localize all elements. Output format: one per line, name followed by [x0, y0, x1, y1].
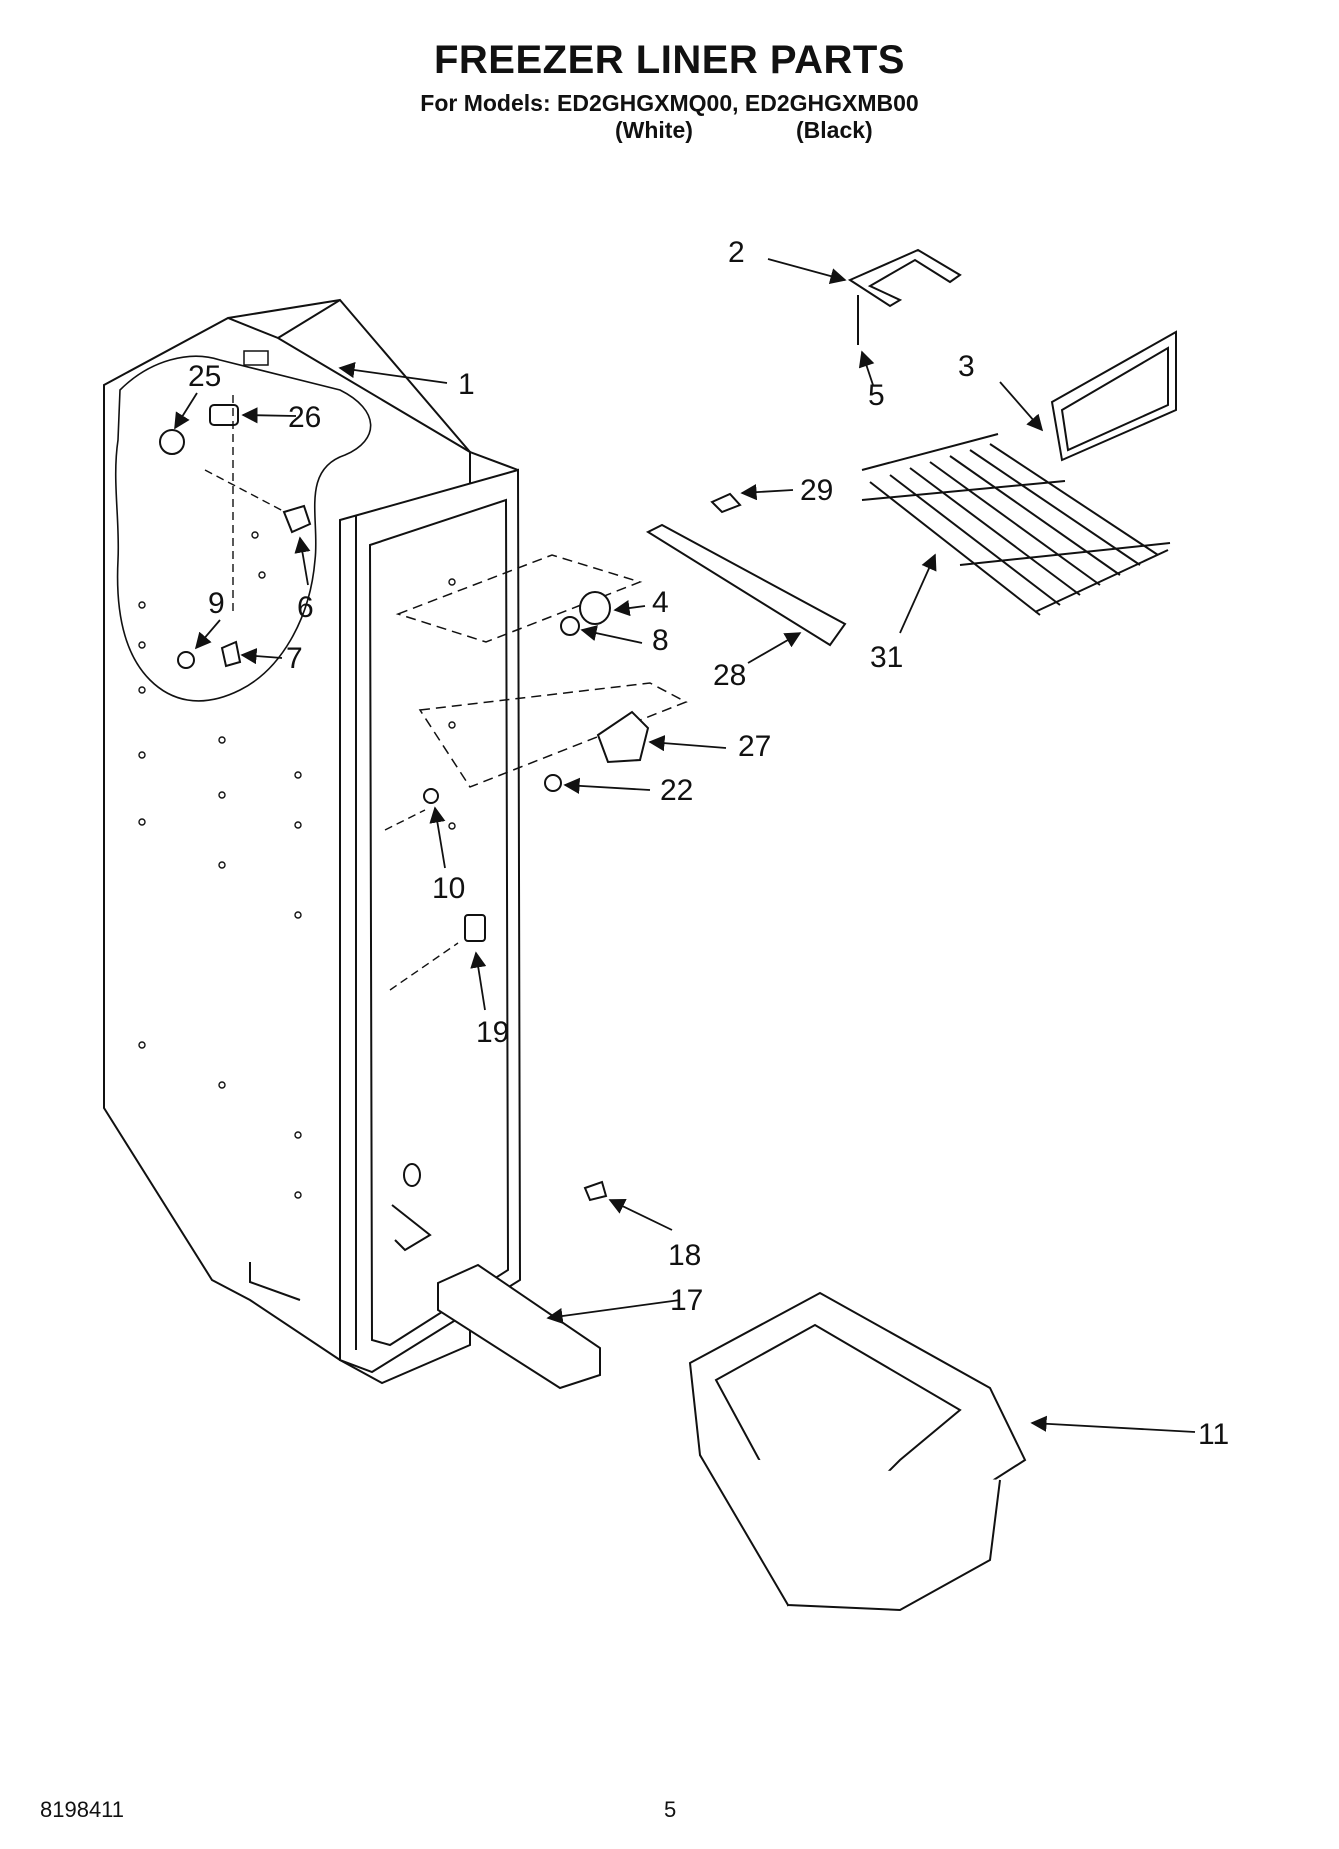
- callout-8: 8: [652, 624, 669, 657]
- leader-22: [563, 777, 651, 794]
- callout-1: 1: [458, 368, 475, 401]
- leader-9: [194, 619, 221, 650]
- leader-29: [740, 484, 794, 501]
- callout-25: 25: [188, 360, 221, 393]
- callout-10: 10: [432, 872, 465, 905]
- callout-6: 6: [297, 591, 314, 624]
- leader-10: [429, 806, 446, 869]
- shelf-rail-drawing: [645, 492, 847, 647]
- leader-4: [613, 600, 646, 617]
- leader-28: [747, 632, 802, 664]
- page-title: FREEZER LINER PARTS: [433, 38, 905, 82]
- leader-27: [648, 735, 727, 752]
- trim-and-bracket-drawing: [847, 248, 1177, 462]
- callout-19: 19: [476, 1016, 509, 1049]
- shelf-support-mount-plane: [395, 554, 688, 788]
- wire-shelf-drawing: [861, 433, 1171, 616]
- callout-11: 11: [1198, 1418, 1229, 1451]
- shelf-support-parts: [544, 591, 650, 1202]
- leader-18: [608, 1199, 673, 1231]
- variant-white: (White): [615, 117, 693, 143]
- callout-27: 27: [738, 730, 771, 763]
- leader-11: [1030, 1415, 1196, 1433]
- leader-17: [546, 1299, 681, 1325]
- leader-7: [240, 648, 283, 665]
- callout-22: 22: [660, 774, 693, 807]
- leader-arrows: [174, 258, 1196, 1433]
- callout-26: 26: [288, 401, 321, 434]
- leader-25: [174, 392, 198, 430]
- callout-28: 28: [713, 659, 746, 692]
- callout-18: 18: [668, 1239, 701, 1272]
- page-number: 5: [664, 1797, 677, 1822]
- leader-31: [899, 553, 937, 634]
- callout-4: 4: [652, 586, 669, 619]
- callout-9: 9: [208, 587, 225, 620]
- variant-black: (Black): [796, 117, 873, 143]
- leader-6: [294, 536, 311, 586]
- freezer-liner-drawing: [103, 298, 522, 1385]
- document-number: 8198411: [40, 1797, 125, 1822]
- leader-19: [470, 951, 487, 1011]
- leader-8: [580, 625, 643, 644]
- leader-1: [338, 362, 448, 384]
- callout-labels: 1 2 3 4 5 6 7 8 9 10 11 17 18 19 22 25 2…: [188, 236, 1229, 1451]
- callout-7: 7: [286, 642, 303, 675]
- callout-17: 17: [670, 1284, 703, 1317]
- leader-26: [241, 407, 297, 424]
- callout-5: 5: [868, 379, 885, 412]
- bin-and-tray-drawing: [437, 1263, 1027, 1612]
- liner-small-parts: [159, 395, 486, 991]
- leader-2: [767, 258, 847, 284]
- leader-5: [858, 350, 875, 386]
- callout-31: 31: [870, 641, 903, 674]
- callout-2: 2: [728, 236, 745, 269]
- leader-3: [999, 381, 1044, 432]
- models-line: For Models: ED2GHGXMQ00, ED2GHGXMB00: [420, 90, 919, 116]
- callout-3: 3: [958, 350, 975, 383]
- callout-29: 29: [800, 474, 833, 507]
